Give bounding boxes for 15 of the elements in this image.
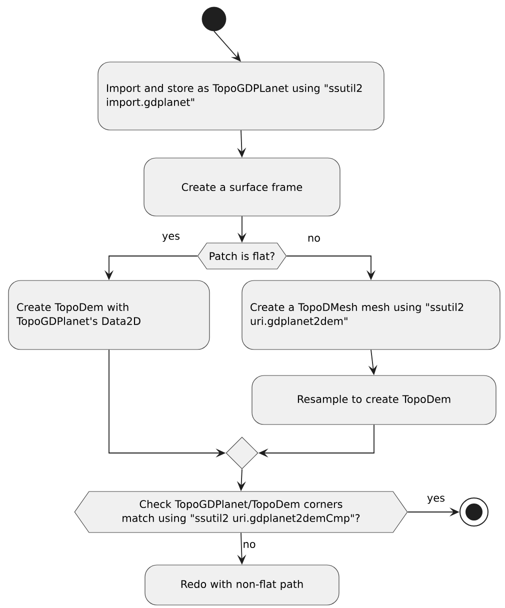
decision-hexagon: Patch is flat? bbox=[197, 242, 287, 270]
activity-box: Create TopoDem with TopoGDPlanet's Data2D bbox=[8, 280, 210, 350]
edge-label: no bbox=[308, 236, 320, 242]
activity-box: Resample to create TopoDem bbox=[252, 375, 496, 425]
edge-label: no bbox=[244, 542, 256, 548]
start-node bbox=[202, 6, 226, 32]
edge-label: yes bbox=[427, 496, 445, 504]
activity-box: Create a surface frame bbox=[144, 158, 340, 216]
decision-hexagon: Check TopoGDPlanet/TopoDem corners match using "ssutil2 uri.gdplanet2demCmp"? bbox=[74, 491, 408, 533]
activity-box: Redo with non-flat path bbox=[144, 564, 340, 606]
edge-label: yes bbox=[162, 234, 180, 242]
activity-box: Import and store as TopoGDPLanet using "ssutil2 import.gdplanet" bbox=[98, 62, 384, 130]
activity-box: Create a TopoDMesh mesh using "ssutil2 uri.gdplanet2dem" bbox=[242, 280, 500, 350]
end-node bbox=[460, 498, 488, 526]
merge-diamond bbox=[226, 436, 258, 470]
